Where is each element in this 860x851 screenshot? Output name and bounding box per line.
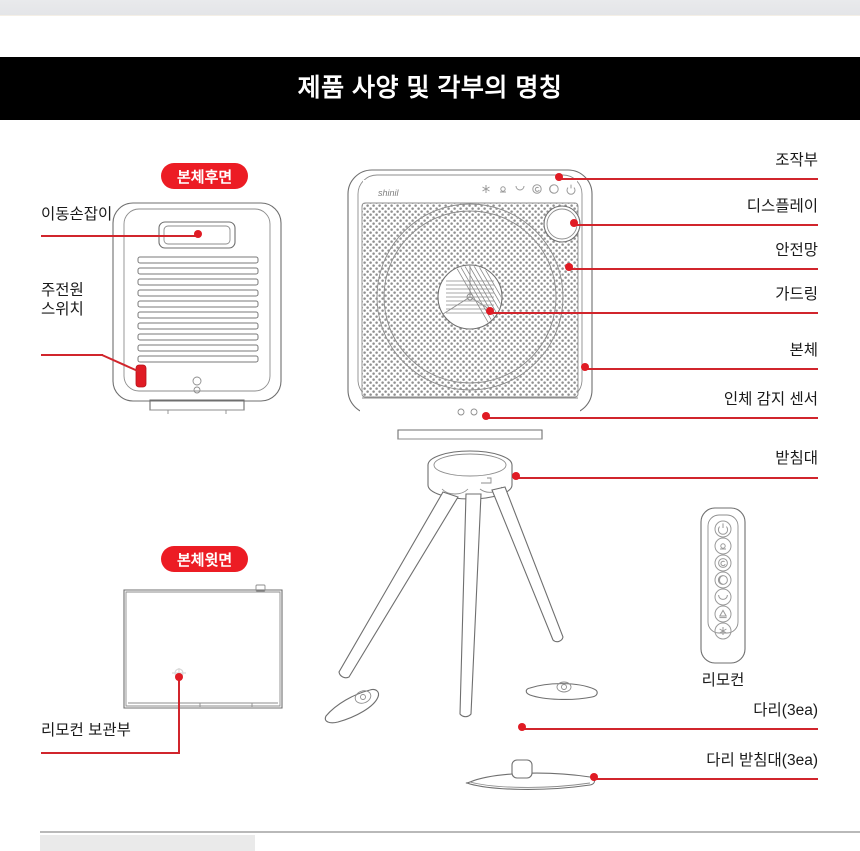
- label-display: 디스플레이: [746, 198, 818, 215]
- control-panel-icons: [482, 184, 576, 195]
- leader-guard-ring: [490, 312, 818, 314]
- page-title-band: 제품 사양 및 각부의 명칭: [0, 57, 860, 120]
- leader-base: [516, 477, 818, 479]
- label-power-switch: 주전원 스위치: [41, 282, 84, 318]
- label-motion-sensor: 인체 감지 센서: [723, 391, 818, 408]
- leader-dot-main-body: [581, 363, 589, 371]
- leader-leg-feet: [594, 778, 818, 780]
- leader-legs: [522, 728, 818, 730]
- label-remote-holder: 리모컨 보관부: [41, 722, 131, 739]
- leader-motion-sensor: [486, 417, 818, 419]
- bottom-gray-block: [40, 835, 255, 851]
- foot-right: [525, 681, 598, 700]
- foot-detached: [465, 759, 596, 790]
- label-control-panel: 조작부: [775, 152, 818, 169]
- label-handle: 이동손잡이: [41, 206, 113, 223]
- leader-control-panel: [559, 178, 818, 180]
- leader-main-body: [585, 368, 818, 370]
- leader-dot-guard-ring: [486, 307, 494, 315]
- label-remote-caption: 리모컨: [701, 672, 745, 689]
- leader-dot-base: [512, 472, 520, 480]
- front-view-unit: shinil: [347, 169, 593, 440]
- leader-dot-safety-net: [565, 263, 573, 271]
- label-safety-net: 안전망: [775, 242, 818, 259]
- leader-dot-leg-feet: [590, 773, 598, 781]
- leader-remote-holder-h: [41, 752, 180, 754]
- label-base: 받침대: [775, 450, 818, 467]
- leader-dot-handle: [194, 230, 202, 238]
- leader-handle: [41, 235, 198, 237]
- foot-left: [324, 688, 380, 724]
- top-view-unit: [123, 584, 283, 709]
- leader-dot-legs: [518, 723, 526, 731]
- leader-display: [574, 224, 818, 226]
- badge-top-view: 본체윗면: [161, 546, 249, 572]
- leader-safety-net: [569, 268, 818, 270]
- tripod-assembly: [324, 450, 598, 790]
- badge-rear-view: 본체후면: [161, 163, 249, 189]
- leader-dot-remote-holder: [175, 673, 183, 681]
- bottom-divider: [40, 831, 860, 833]
- leader-dot-display: [570, 219, 578, 227]
- leader-dot-motion-sensor: [482, 412, 490, 420]
- label-guard-ring: 가드링: [775, 286, 818, 303]
- top-strip-edge: [0, 15, 860, 16]
- label-legs: 다리(3ea): [753, 702, 818, 719]
- sensor-led-2: [470, 408, 478, 416]
- fan-hub: [437, 264, 503, 330]
- label-leg-feet: 다리 받침대(3ea): [706, 752, 818, 769]
- remote-control-unit: [700, 507, 746, 664]
- leader-power-switch: [41, 354, 141, 373]
- sensor-led-1: [457, 408, 465, 416]
- leader-remote-holder-v: [178, 677, 180, 753]
- top-gray-strip: [0, 0, 860, 15]
- page-title: 제품 사양 및 각부의 명칭: [297, 74, 563, 102]
- leader-dot-control-panel: [555, 173, 563, 181]
- brand-logo: shinil: [378, 188, 400, 198]
- label-main-body: 본체: [789, 342, 818, 359]
